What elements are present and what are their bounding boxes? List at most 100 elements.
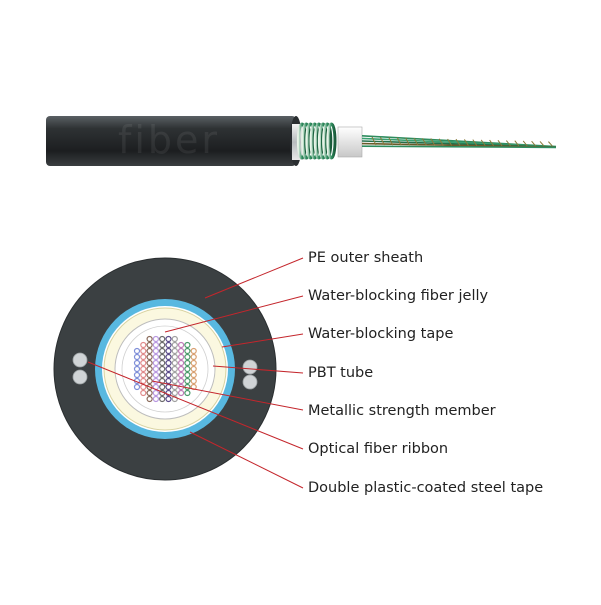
strand-twist bbox=[447, 138, 453, 146]
fiber-dot bbox=[178, 389, 185, 397]
fiber-dot bbox=[159, 335, 166, 343]
fiber-dot bbox=[133, 365, 141, 373]
strand-twist bbox=[421, 138, 427, 146]
fiber-strand bbox=[361, 145, 557, 149]
armor-coil bbox=[296, 122, 337, 160]
leader-pbt-tube bbox=[212, 365, 304, 374]
fiber-dot bbox=[140, 371, 147, 379]
fiber-dot bbox=[152, 359, 159, 367]
fiber-dot bbox=[165, 365, 172, 373]
fiber-dot bbox=[146, 383, 153, 391]
fiber-dot bbox=[184, 365, 191, 373]
fiber-dot bbox=[184, 377, 191, 385]
fiber-dot bbox=[171, 353, 178, 361]
fiber-dot bbox=[171, 383, 178, 391]
fiber-dot bbox=[152, 371, 159, 379]
fiber-dot bbox=[133, 383, 141, 391]
fiber-dot bbox=[133, 353, 141, 361]
coil-turn bbox=[322, 122, 333, 160]
leader-lines bbox=[87, 257, 304, 489]
strand-twist bbox=[506, 140, 511, 147]
fiber-dot bbox=[171, 377, 178, 385]
fiber-dot bbox=[159, 371, 166, 379]
fiber-dot bbox=[146, 341, 153, 349]
fiber-dot bbox=[165, 371, 172, 379]
fiber-dot bbox=[184, 347, 191, 355]
fiber-dot bbox=[152, 365, 159, 373]
fiber-dot bbox=[178, 353, 185, 361]
fiber-dot bbox=[190, 353, 197, 361]
fiber-dot bbox=[159, 359, 166, 367]
fiber-dot bbox=[159, 383, 166, 391]
fiber-dot bbox=[159, 377, 166, 385]
fiber-dot bbox=[171, 395, 178, 403]
strand-twist bbox=[522, 140, 528, 147]
fiber-dot bbox=[165, 335, 172, 343]
fiber-dot bbox=[165, 359, 172, 367]
fiber-dot bbox=[152, 353, 159, 361]
fiber-dot bbox=[140, 389, 147, 397]
cable-side-view bbox=[46, 116, 557, 166]
fiber-dot bbox=[159, 353, 166, 361]
fiber-dot bbox=[152, 389, 159, 397]
fiber-dot bbox=[178, 371, 185, 379]
fiber-dot bbox=[178, 359, 185, 367]
fiber-dot bbox=[171, 371, 178, 379]
strand-twist bbox=[438, 138, 444, 146]
fiber-dot bbox=[146, 371, 153, 379]
optical-fiber-ribbons bbox=[133, 335, 197, 403]
fiber-dot bbox=[165, 353, 172, 361]
leader-double-plastic-coated-steel-tape bbox=[189, 431, 304, 489]
strand-twist bbox=[480, 139, 486, 146]
strand-twist bbox=[539, 141, 545, 147]
fiber-dot bbox=[171, 359, 178, 367]
fiber-dot bbox=[133, 347, 141, 355]
fiber-dot bbox=[190, 347, 197, 355]
leader-optical-fiber-ribbon bbox=[87, 361, 304, 450]
strand-twist bbox=[413, 137, 419, 146]
strength-member-right-bottom bbox=[242, 374, 258, 390]
strength-member-left-bottom bbox=[72, 369, 88, 385]
fiber-dot bbox=[190, 371, 197, 379]
fiber-dot bbox=[165, 341, 172, 349]
strand-twist bbox=[405, 137, 411, 146]
strand-twist bbox=[514, 140, 520, 147]
label-metallic-strength-member: Metallic strength member bbox=[308, 403, 496, 419]
fiber-dot bbox=[184, 359, 191, 367]
strand-twist bbox=[548, 141, 553, 147]
strand-twist bbox=[396, 137, 402, 146]
fiber-dot bbox=[165, 389, 172, 397]
fiber-strands bbox=[361, 135, 557, 149]
fiber-dot bbox=[146, 389, 153, 397]
fiber-dot bbox=[171, 335, 178, 343]
fiber-dot bbox=[146, 365, 153, 373]
fiber-dot bbox=[140, 365, 147, 373]
leader-pe-outer-sheath bbox=[204, 257, 304, 299]
fiber-dot bbox=[146, 359, 153, 367]
strand-twist bbox=[489, 139, 495, 146]
label-water-blocking-tape: Water-blocking tape bbox=[308, 326, 454, 342]
fiber-dot bbox=[140, 359, 147, 367]
leader-water-blocking-fiber-jelly bbox=[164, 295, 304, 333]
fiber-dot bbox=[146, 395, 153, 403]
fiber-dot bbox=[152, 335, 159, 343]
label-double-plastic-coated-steel-tape: Double plastic-coated steel tape bbox=[308, 480, 544, 496]
fiber-dot bbox=[152, 395, 159, 403]
fiber-dot bbox=[133, 371, 141, 379]
strength-member-left-top bbox=[72, 352, 88, 368]
fiber-dot bbox=[165, 395, 172, 403]
label-pe-outer-sheath: PE outer sheath bbox=[308, 250, 424, 266]
fiber-dot bbox=[146, 335, 153, 343]
outer-sheath-side bbox=[46, 116, 296, 166]
strand-twist bbox=[430, 138, 436, 146]
fiber-dot bbox=[178, 347, 185, 355]
strand-twist bbox=[531, 140, 536, 147]
fiber-dot bbox=[159, 341, 166, 349]
fiber-dot bbox=[159, 395, 166, 403]
strand-twist bbox=[497, 140, 503, 147]
fiber-dot bbox=[184, 353, 191, 361]
fiber-dot bbox=[140, 341, 147, 349]
fiber-dot bbox=[184, 341, 191, 349]
fiber-dot bbox=[171, 389, 178, 397]
